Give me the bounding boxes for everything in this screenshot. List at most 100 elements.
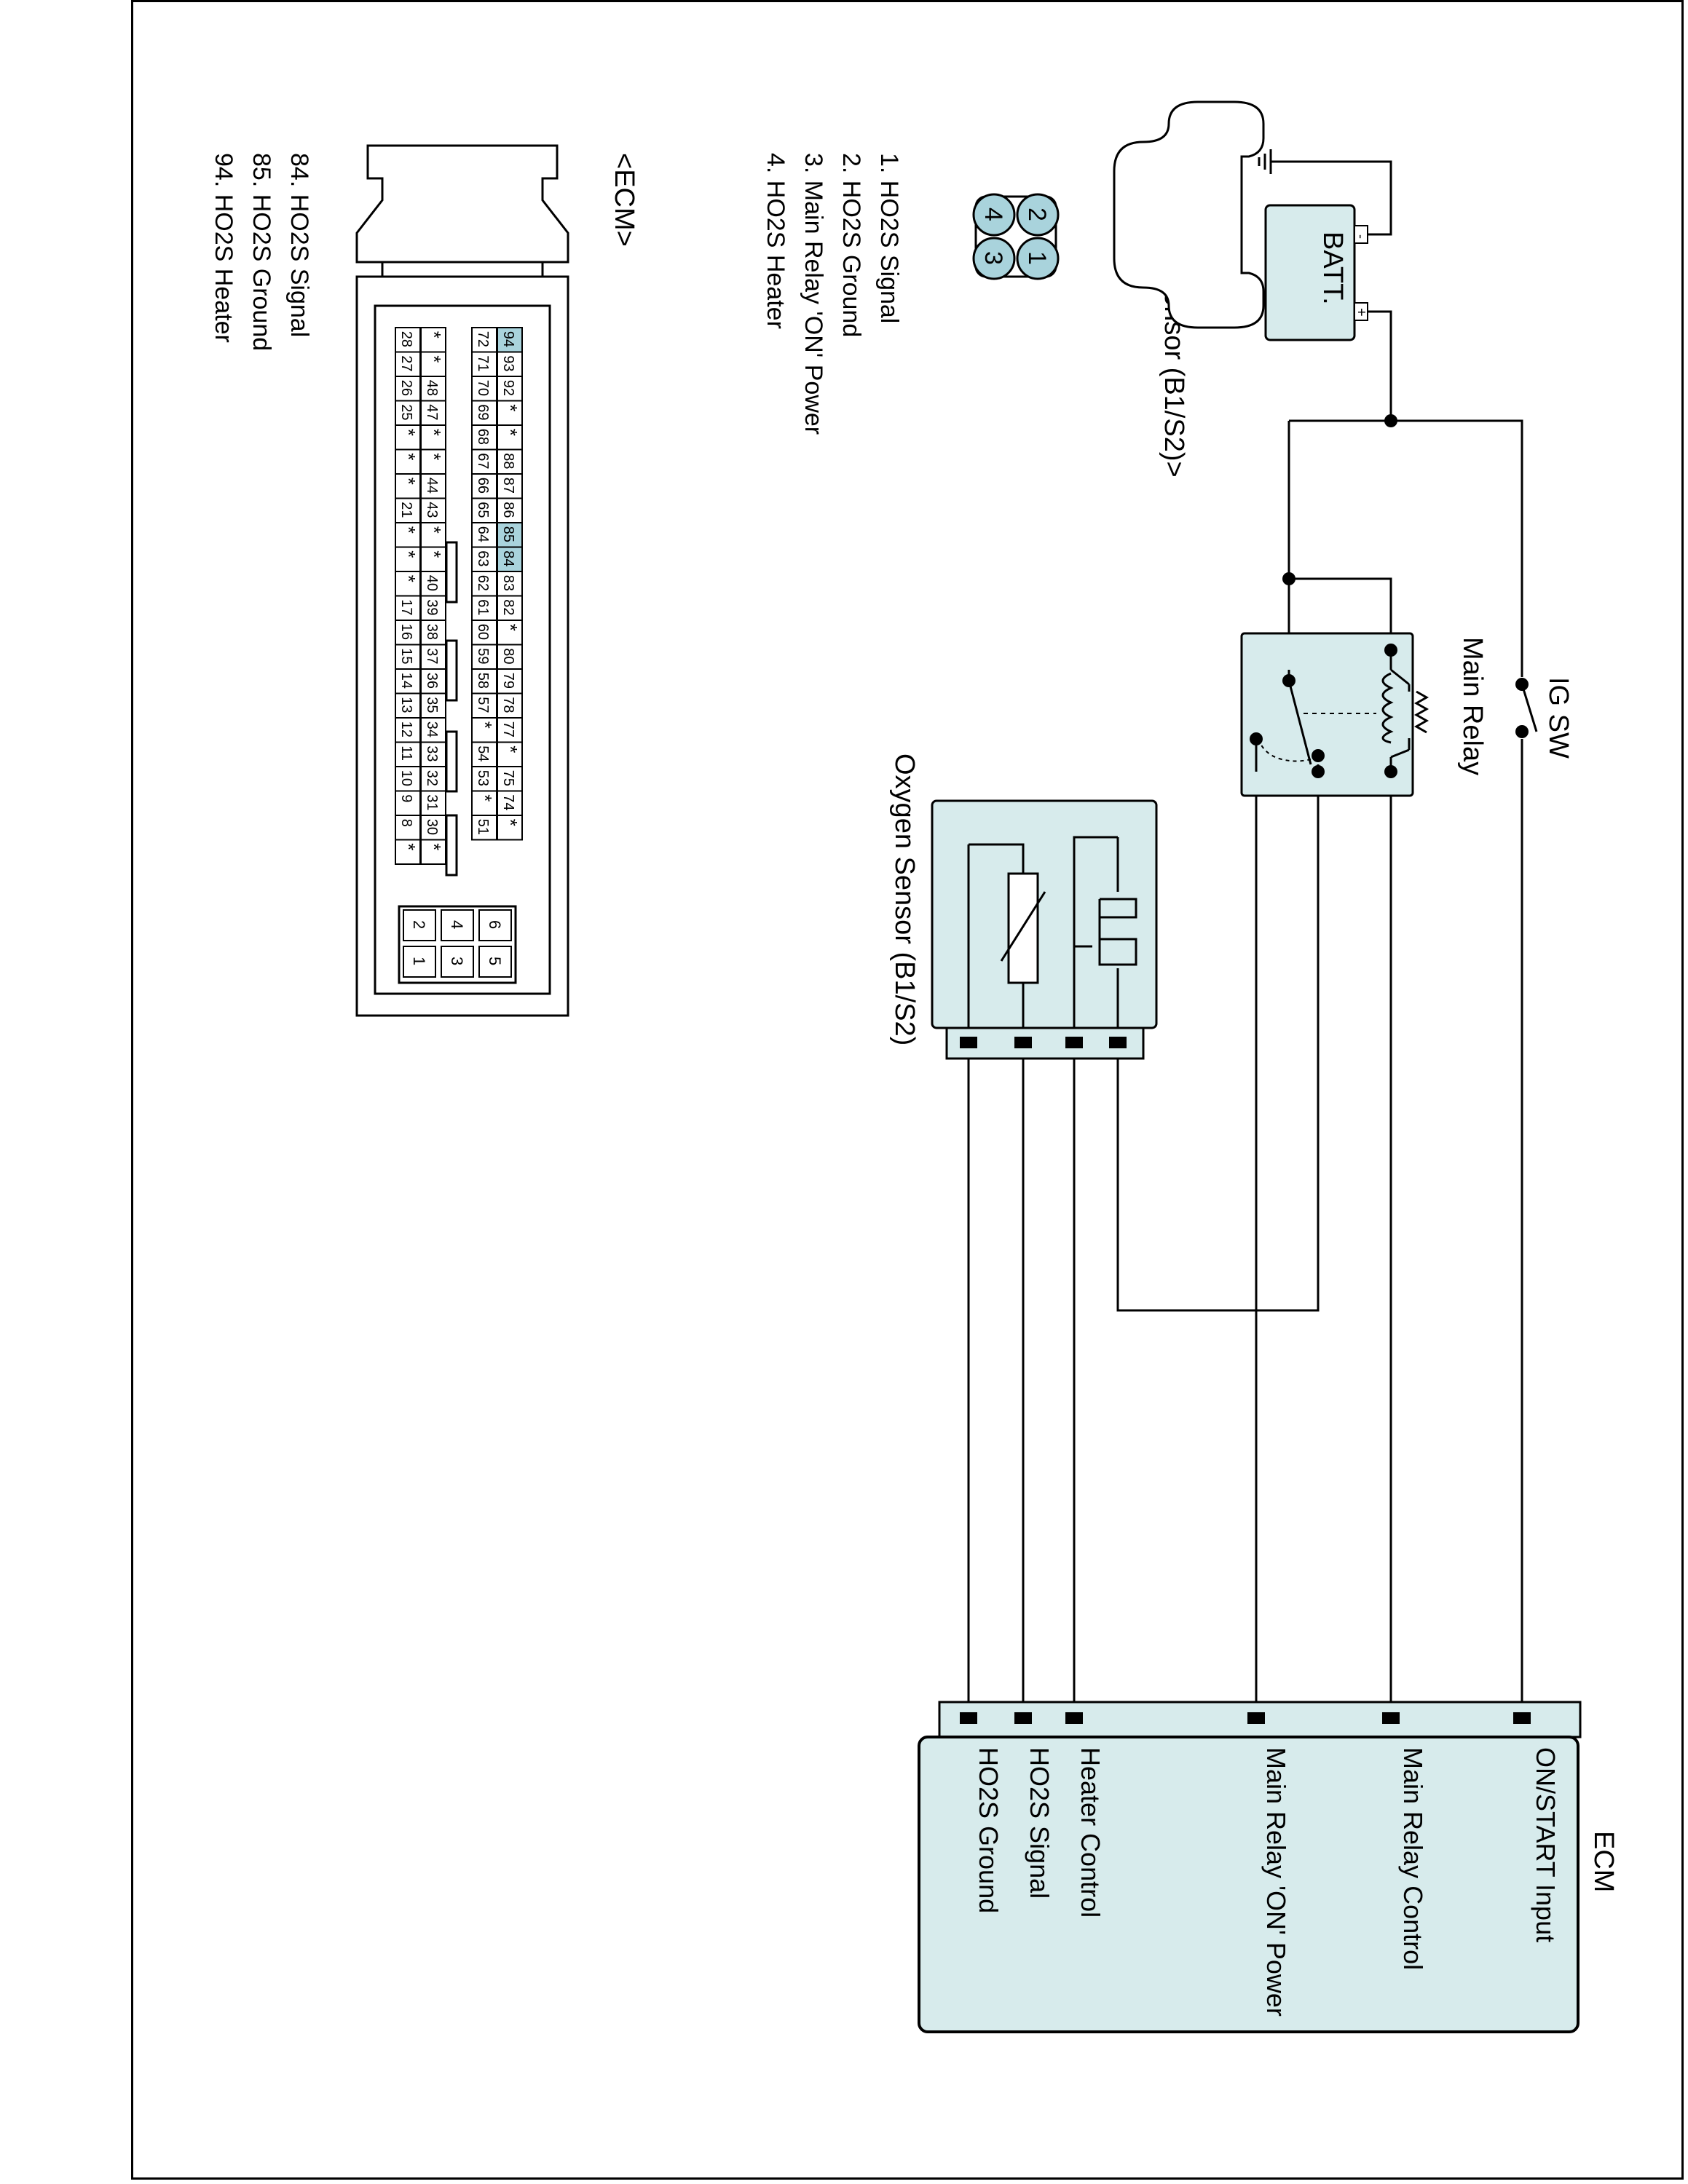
ecm-pin-number: 35	[424, 697, 440, 713]
ecm-small-pin-cell	[478, 946, 512, 978]
sensor-connector-legend-item: 2. HO2S Ground	[837, 153, 865, 337]
ecm-pin-number: 26	[398, 380, 414, 396]
ecm-pin-number: 93	[500, 355, 516, 371]
ecm-pin-number: 85	[500, 526, 516, 542]
ecm-pin-number: *	[423, 843, 445, 850]
ecm-pin-number: 61	[475, 599, 491, 615]
ecm-small-pin-number: 2	[410, 920, 428, 929]
ecm-pin-cell	[471, 424, 497, 451]
ecm-pin-number: 14	[398, 673, 414, 689]
ecm-pin-number: *	[423, 453, 445, 460]
ecm-block: ECM ON/START Input Main Relay Control Ma…	[918, 1701, 1619, 2033]
ecm-pin-number: 9	[398, 794, 414, 802]
ecm-pin-number: 44	[424, 478, 440, 494]
ecm-pin-number: 32	[424, 770, 440, 786]
ecm-pin-number: *	[423, 331, 445, 339]
svg-text:+: +	[1353, 308, 1369, 317]
ecm-pin-number: 25	[398, 404, 414, 420]
ecm-pin-number: 74	[500, 794, 516, 810]
ecm-pin-cell	[471, 620, 497, 646]
ecm-pin-number: *	[423, 355, 445, 363]
ecm-pin-ho2s-ground: HO2S Ground	[974, 1747, 1003, 1913]
ecm-pin-number: 21	[398, 502, 414, 518]
ecm-pin-cell	[471, 668, 497, 695]
ecm-pin-cell	[420, 546, 446, 572]
ecm-pin-number: 65	[475, 502, 491, 518]
ecm-pin-cell	[497, 473, 523, 499]
ecm-pin-number: 8	[398, 819, 414, 827]
sensor-pin-number: 2	[1023, 207, 1051, 221]
ecm-pin-heater-control: Heater Control	[1076, 1747, 1105, 1918]
ecm-pin-cell	[471, 644, 497, 670]
ecm-pin-number: *	[398, 453, 419, 460]
ecm-pin-main-relay-on-power: Main Relay 'ON' Power	[1261, 1747, 1291, 2017]
ecm-pin-number: 54	[475, 745, 491, 761]
sensor-connector-legend-item: 4. HO2S Heater	[762, 153, 789, 329]
ecm-small-pin-cell	[478, 909, 512, 941]
ecm-small-pin-cell	[441, 909, 474, 941]
ecm-connector-view: <ECM>949392**88878685848382*80797877*757…	[355, 144, 639, 1017]
wires	[967, 160, 1523, 1718]
sensor-pin-number: 1	[1023, 251, 1051, 265]
ecm-pin-cell	[471, 692, 497, 719]
ecm-pin-number: 66	[475, 478, 491, 494]
ecm-pin-cell	[471, 400, 497, 426]
ecm-pin-number: 83	[500, 575, 516, 591]
ecm-pin-cell	[497, 692, 523, 719]
ecm-pin-number: 70	[475, 380, 491, 396]
ecm-pin-number: 86	[500, 502, 516, 518]
sensor-pin-1	[1016, 237, 1060, 280]
ecm-pin-number: *	[398, 550, 419, 558]
battery-label: BATT.	[1317, 232, 1348, 305]
ecm-pin-number: 37	[424, 648, 440, 664]
ecm-pin-ho2s-signal: HO2S Signal	[1025, 1747, 1054, 1899]
ecm-pin-number: 15	[398, 648, 414, 664]
ecm-pin-number: 94	[500, 331, 516, 347]
ecm-pin-number: 51	[475, 819, 491, 835]
ecm-pin-number: 39	[424, 599, 440, 615]
ecm-pin-number: 17	[398, 599, 414, 615]
ecm-small-pin-number: 6	[486, 920, 504, 929]
ecm-pin-number: 82	[500, 599, 516, 615]
ecm-pin-number: 40	[424, 575, 440, 591]
ecm-pin-number: 60	[475, 624, 491, 640]
ecm-pin-cell	[471, 448, 497, 475]
ecm-pin-number: 12	[398, 721, 414, 737]
battery: - + BATT.	[1264, 204, 1369, 341]
ecm-pin-number: *	[398, 478, 419, 485]
ecm-connector-legend-item: 85. HO2S Ground	[248, 153, 275, 351]
ecm-small-pin-cell	[403, 946, 436, 978]
ecm-pin-number: 68	[475, 429, 491, 445]
ecm-pin-cell	[471, 376, 497, 402]
ecm-small-pin-number: 5	[486, 957, 504, 965]
sensor-pin-2	[1016, 193, 1060, 237]
ecm-pin-number: 75	[500, 770, 516, 786]
ecm-pin-cell	[395, 644, 421, 670]
ecm-small-pin-number: 4	[448, 920, 466, 929]
ecm-pin-cell	[395, 839, 421, 865]
ecm-pin-number: *	[398, 429, 419, 436]
ecm-pin-number: 13	[398, 697, 414, 713]
sensor-connector-legend-item: 3. Main Relay 'ON' Power	[800, 153, 827, 435]
oxygen-sensor: Oxygen Sensor (B1/S2)	[889, 753, 1158, 1060]
sensor-pin-number: 3	[979, 251, 1007, 265]
ecm-pin-number: 69	[475, 404, 491, 420]
diagram-frame	[131, 0, 1684, 2180]
ecm-pin-number: 27	[398, 355, 414, 371]
ecm-pin-cell	[471, 497, 497, 523]
ecm-pin-number: *	[423, 526, 445, 534]
ecm-pin-number: 43	[424, 502, 440, 518]
ecm-pin-number: 47	[424, 404, 440, 420]
ecm-pin-cell	[395, 620, 421, 646]
ecm-pin-number: 48	[424, 380, 440, 396]
sensor-connector-legend-item: 1. HO2S Signal	[875, 153, 903, 323]
ecm-pin-number: *	[500, 745, 521, 753]
ecm-pin-number: *	[398, 575, 419, 582]
ecm-label: ECM	[1588, 1831, 1619, 1892]
ecm-pin-number: *	[500, 429, 521, 436]
ecm-pin-number: 36	[424, 673, 440, 689]
ecm-pin-number: 16	[398, 624, 414, 640]
ecm-pin-number: 34	[424, 721, 440, 737]
